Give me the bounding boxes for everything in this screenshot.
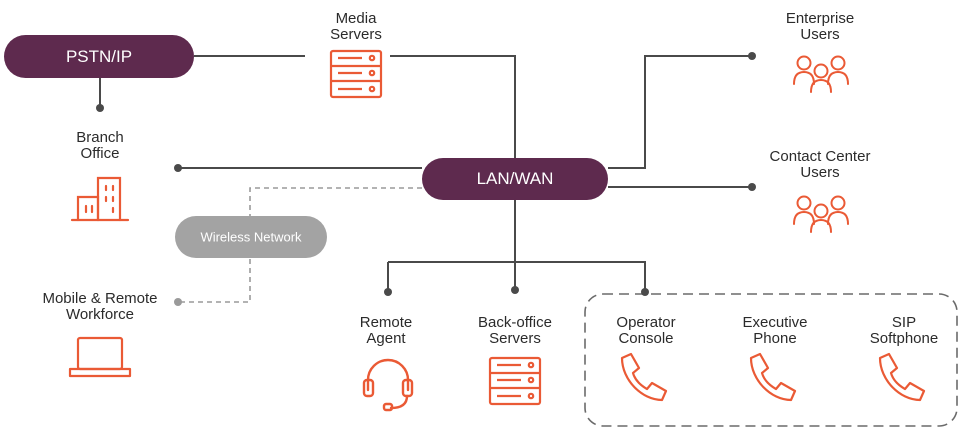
wireless-hub [175,216,327,258]
users-group-icon [793,55,849,93]
dot-operator [641,288,649,296]
link-pstn-lan [194,55,516,160]
pstn-hub-label: PSTN/IP [65,47,133,66]
phones-group-box [584,293,958,427]
sip-softphone-label: SIP Softphone [869,314,939,347]
laptop-icon [68,336,132,378]
server-rack-icon [329,49,383,99]
link-lan-bottom [387,198,646,292]
media-servers-label: Media Servers [330,10,382,43]
building-icon [70,176,130,222]
back-office-server-icon [488,356,542,406]
link-lan-enterprise [608,55,752,169]
executive-phone-icon [749,352,797,402]
contact-center-users-icon [793,195,849,233]
back-office-servers-label: Back-office Servers [478,314,552,347]
softphone-icon [878,352,926,402]
branch-office-label: Branch Office [76,129,124,162]
wireless-hub-label: Wireless Network [200,229,302,245]
lan-hub-label: LAN/WAN [476,169,554,188]
mobile-remote-label: Mobile & Remote Workforce [42,290,158,323]
dot-pstn-branch [96,104,104,112]
dot-lan-bottom [511,286,519,294]
executive-phone-label: Executive Phone [742,314,808,347]
pstn-hub [4,35,194,78]
remote-agent-label: Remote Agent [359,314,413,347]
dot-mobile [174,298,182,306]
enterprise-users-label: Enterprise Users [785,10,855,43]
dot-contact-center [748,183,756,191]
operator-console-label: Operator Console [616,314,676,347]
operator-phone-icon [620,352,668,402]
dot-branch [174,164,182,172]
lan-hub [422,158,608,200]
dot-remote-agent [384,288,392,296]
headset-icon [362,358,414,412]
contact-center-users-label: Contact Center Users [769,148,871,181]
dot-enterprise [748,52,756,60]
